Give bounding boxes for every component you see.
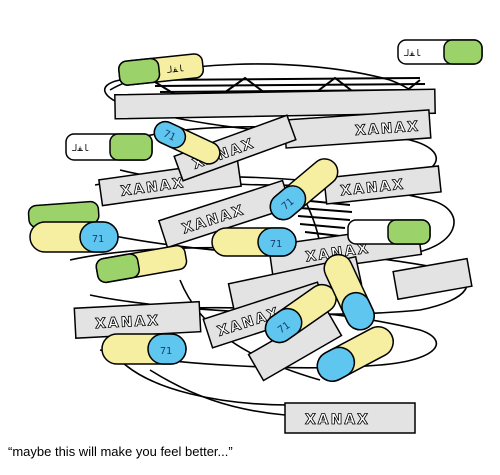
xanax-label: XANAX bbox=[340, 177, 406, 200]
green-tag: ﺎﻔﻟ bbox=[65, 133, 153, 161]
capsules: 71 71 71 71 71 71 bbox=[29, 120, 394, 382]
caption: “maybe this will make you feel better...… bbox=[8, 444, 233, 459]
green-tag-label: ﺎﻔﻟ bbox=[71, 144, 89, 154]
capsule-mark: 71 bbox=[92, 234, 104, 245]
string-curve bbox=[149, 369, 286, 416]
capsule: 71 bbox=[101, 333, 187, 365]
xanax-label: XANAX bbox=[305, 412, 370, 428]
capsule-mark: 71 bbox=[161, 129, 177, 144]
capsule: 71 bbox=[269, 158, 339, 221]
capsule: 71 bbox=[211, 227, 297, 257]
green-tag-label: ﺎﻔﻟ bbox=[403, 49, 421, 59]
capsule: 71 bbox=[29, 221, 119, 253]
green-tag: ﺎﻔﻟ bbox=[118, 53, 205, 86]
xanax-drawing: XANAX XANAX XANAX XANAX XANAX XANAX XANA… bbox=[27, 39, 483, 434]
green-tag: ﺎﻔﻟ bbox=[397, 39, 483, 65]
xanax-label: XANAX bbox=[95, 313, 161, 332]
green-tag-label: ﺎﻔﻟ bbox=[166, 64, 185, 76]
capsule-mark: 71 bbox=[270, 239, 282, 250]
capsule-mark: 71 bbox=[160, 346, 172, 357]
capsule: 71 bbox=[264, 283, 337, 344]
capsule: 71 bbox=[153, 120, 221, 165]
green-tags: ﺎﻔﻟ ﺎﻔﻟ ﺎﻔﻟ bbox=[27, 39, 483, 284]
xanax-bars bbox=[73, 88, 473, 434]
xanax-label: XANAX bbox=[355, 119, 421, 139]
green-tag bbox=[347, 219, 431, 245]
capsule bbox=[316, 326, 394, 382]
capsule bbox=[323, 253, 375, 331]
green-tag bbox=[95, 244, 188, 284]
